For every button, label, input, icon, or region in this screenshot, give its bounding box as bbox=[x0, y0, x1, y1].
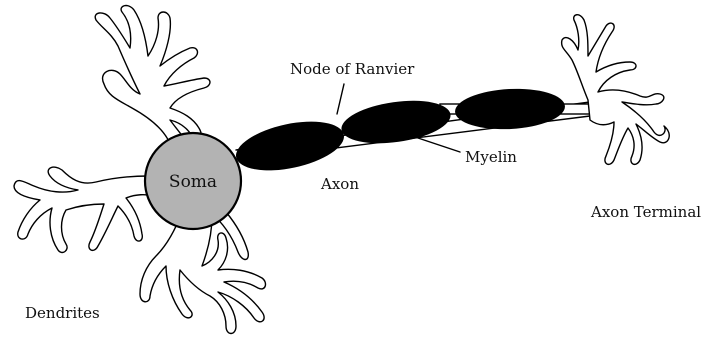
axon-terminal-branches bbox=[562, 15, 670, 165]
soma-label: Soma bbox=[169, 172, 217, 192]
axon-terminal-label: Axon Terminal bbox=[590, 203, 701, 221]
node-of-ranvier-label: Node of Ranvier bbox=[290, 60, 415, 78]
dendrite-lower bbox=[140, 212, 265, 334]
myelin-label: Myelin bbox=[465, 148, 517, 166]
axon-label: Axon bbox=[320, 175, 359, 193]
myelin-sheath-1 bbox=[232, 113, 349, 179]
dendrite-left bbox=[14, 167, 152, 252]
node-of-ranvier-pointer bbox=[337, 84, 344, 114]
myelin-sheath-2 bbox=[339, 95, 453, 150]
myelin-sheath-3 bbox=[454, 86, 566, 132]
dendrite-upper bbox=[95, 6, 210, 150]
myelin-pointer bbox=[400, 132, 460, 152]
axon-terminal bbox=[562, 15, 670, 165]
dendrites-label: Dendrites bbox=[25, 304, 100, 322]
